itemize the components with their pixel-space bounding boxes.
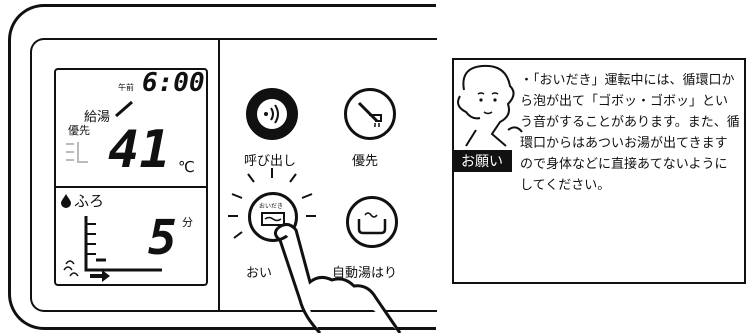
am-label: 午前 [118, 83, 134, 92]
woman-face-icon [457, 64, 523, 147]
speaker-icon [257, 99, 287, 129]
press-rays [228, 168, 316, 239]
remote-control-panel [8, 4, 436, 330]
reheat-icon [261, 212, 285, 226]
temperature-unit: ℃ [178, 158, 195, 176]
panel-divider [218, 38, 220, 310]
lcd-display [54, 68, 208, 286]
temperature-readout: 41 [108, 120, 171, 180]
request-badge: お願い [452, 150, 512, 172]
time-readout: 6:00 [142, 68, 205, 98]
kyuto-label: 給湯 [84, 110, 111, 125]
kyuto-slash-icon [115, 100, 133, 118]
priority-label: 優先 [352, 154, 379, 169]
reheat-label: おい [246, 266, 273, 281]
caution-text: ・「おいだき」運転中には、循環口から泡が出て「ゴボッ・ゴボッ」という音がすること… [520, 73, 740, 193]
minutes-readout: 5 [148, 210, 177, 266]
bath-icon [357, 212, 387, 235]
bath-level-gauge [63, 216, 162, 282]
lcd-separator [54, 186, 208, 188]
hand-pointer-icon [273, 223, 402, 333]
water-drop-icon [61, 194, 71, 208]
furo-label: ふろ [74, 192, 105, 210]
reheat-small-label: おいだき [259, 203, 284, 210]
minutes-unit: 分 [182, 216, 193, 229]
remote-control-face [30, 38, 437, 312]
priority-faucet-icon [357, 101, 382, 127]
call-label: 呼び出し [244, 154, 297, 169]
auto-fill-button[interactable] [346, 196, 398, 248]
yusen-label: 優先 [68, 124, 90, 137]
priority-outline-icon [66, 142, 88, 163]
call-button[interactable] [246, 88, 298, 140]
priority-button[interactable] [344, 88, 396, 140]
auto-fill-label: 自動湯はり [332, 266, 398, 281]
reheat-button[interactable]: おいだき [248, 192, 298, 242]
